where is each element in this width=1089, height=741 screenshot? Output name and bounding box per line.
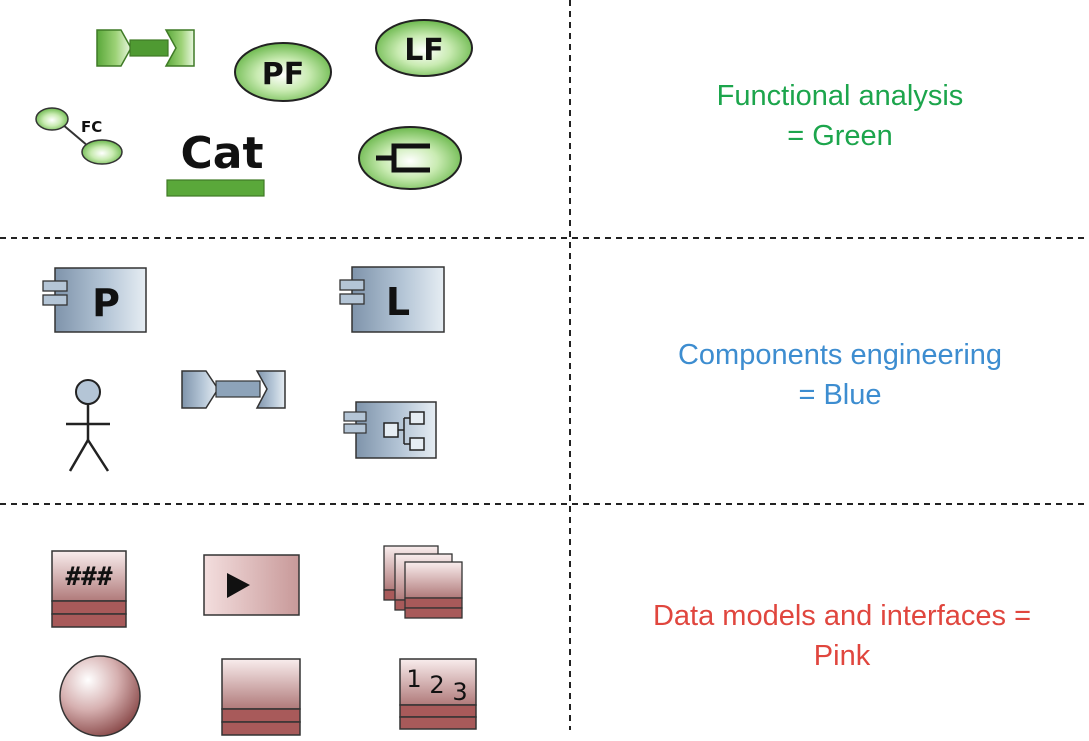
component-exchange-icon [181, 370, 286, 409]
class-icon [221, 658, 301, 736]
functional-chain-icon: FC [35, 107, 123, 165]
enum-digit-3: 3 [452, 678, 467, 706]
lf-label: LF [404, 33, 444, 68]
logical-label: L [386, 280, 410, 324]
physical-component-icon: P [42, 267, 147, 333]
enum-digit-2: 2 [429, 671, 444, 699]
physical-label: P [92, 281, 120, 325]
components-caption-line-1: Components engineering [677, 339, 1003, 371]
data-models-caption: Data models and interfaces = Pink [612, 596, 1072, 676]
data-caption-line-2: Pink [813, 640, 871, 672]
logical-function-icon: LF [375, 19, 473, 77]
components-caption-line-2: = Blue [798, 379, 882, 411]
collection-icon [383, 545, 463, 619]
pf-label: PF [262, 57, 304, 92]
exchange-item-icon [203, 554, 300, 616]
data-value-ball-icon [59, 655, 141, 737]
functional-analysis-caption: Functional analysis = Green [620, 76, 1060, 156]
components-engineering-caption: Components engineering = Blue [620, 335, 1060, 415]
hash-label: ### [66, 562, 113, 592]
data-caption-line-1: Data models and interfaces = [652, 600, 1032, 632]
functional-exchange-icon [96, 29, 195, 67]
component-deployment-icon [343, 401, 437, 459]
cat-label: Cat [180, 128, 263, 179]
numeric-type-icon: ### [51, 550, 127, 628]
category-icon: Cat [166, 128, 265, 197]
enumeration-icon: 1 2 3 [399, 658, 477, 730]
functional-caption-line-1: Functional analysis [716, 80, 964, 112]
functional-caption-line-2: = Green [787, 120, 893, 152]
actor-icon [66, 379, 110, 472]
fc-label: FC [81, 118, 102, 136]
enum-digit-1: 1 [406, 665, 421, 693]
function-port-icon [358, 126, 462, 190]
physical-function-icon: PF [234, 42, 332, 102]
logical-component-icon: L [339, 266, 445, 333]
